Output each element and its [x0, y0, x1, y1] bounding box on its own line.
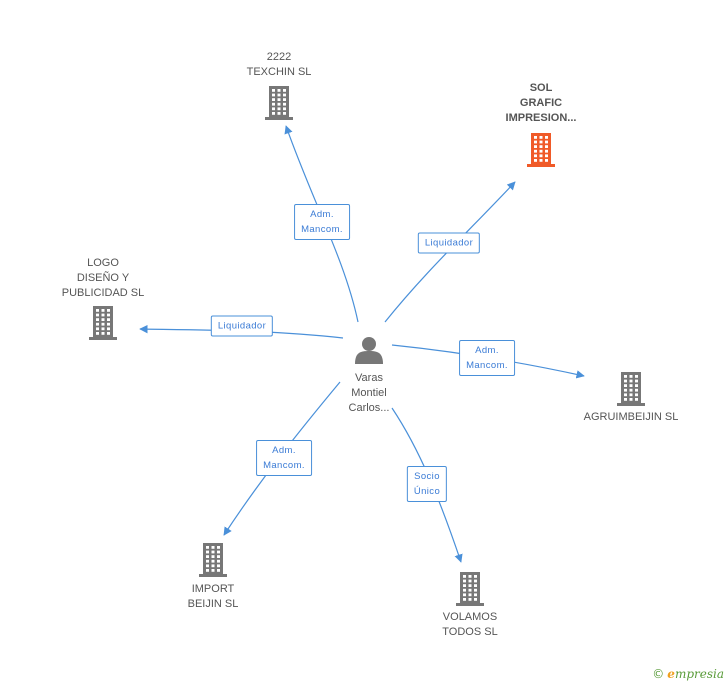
node-label-line: TODOS SL: [442, 626, 498, 638]
edge-label-line: Adm.: [272, 445, 296, 456]
edge-label-line: Liquidador: [424, 237, 474, 249]
company-label-logo[interactable]: LOGO DISEÑO Y PUBLICIDAD SL: [62, 256, 145, 301]
building-icon[interactable]: [456, 572, 484, 606]
node-label-line: AGRUIMBEIJIN SL: [583, 411, 679, 423]
building-icon[interactable]: [89, 306, 117, 340]
node-label-line: VOLAMOS: [442, 611, 498, 623]
company-label-importbeijin[interactable]: IMPORT BEIJIN SL: [188, 582, 239, 612]
building-icon[interactable]: [265, 86, 293, 120]
node-label-line: 2222: [266, 51, 292, 63]
node-label-line: SOL: [529, 82, 553, 94]
node-label-line: DISEÑO Y: [76, 272, 130, 284]
node-label-line: BEIJIN SL: [187, 598, 239, 610]
empresia-watermark: ©empresia: [652, 667, 724, 681]
watermark-text: mpresia: [674, 667, 724, 681]
building-icon[interactable]: [527, 133, 555, 167]
edge-label-line: Único: [413, 486, 441, 497]
edge-label-importbeijin[interactable]: Adm. Mancom.: [256, 440, 312, 476]
edge-label-line: Socio: [414, 471, 440, 482]
edge-label-texchin[interactable]: Adm. Mancom.: [294, 204, 350, 240]
company-label-volamos[interactable]: VOLAMOS TODOS SL: [442, 610, 497, 640]
building-icon[interactable]: [617, 372, 645, 406]
edge-label-line: Adm.: [475, 345, 499, 356]
node-label-line: TEXCHIN SL: [246, 66, 312, 78]
node-label-line: IMPRESION...: [505, 112, 577, 124]
person-icon[interactable]: [355, 337, 383, 364]
node-label-line: IMPORT: [191, 583, 235, 595]
edge-label-agruimbeijin[interactable]: Adm. Mancom.: [459, 340, 515, 376]
edge-label-line: Adm.: [310, 209, 334, 220]
edge-label-logo[interactable]: Liquidador: [210, 315, 274, 337]
edge-label-solgrafic[interactable]: Liquidador: [417, 232, 481, 254]
node-label-line: GRAFIC: [519, 97, 563, 109]
copyright-symbol: ©: [652, 667, 665, 681]
edge-label-line: Liquidador: [217, 320, 267, 332]
company-label-agruimbeijin[interactable]: AGRUIMBEIJIN SL: [584, 410, 679, 425]
company-label-solgrafic[interactable]: SOL GRAFIC IMPRESION...: [506, 81, 577, 126]
building-icon[interactable]: [199, 543, 227, 577]
node-label-line: Carlos...: [348, 402, 390, 414]
edge-label-line: Mancom.: [466, 360, 508, 371]
watermark-initial: e: [667, 667, 675, 681]
edge-label-line: Mancom.: [301, 224, 343, 235]
node-label-line: Varas: [355, 372, 383, 384]
edge-label-line: Mancom.: [263, 460, 305, 471]
node-label-line: LOGO: [87, 257, 119, 269]
node-label-line: Montiel: [351, 387, 387, 399]
node-label-line: PUBLICIDAD SL: [61, 287, 145, 299]
